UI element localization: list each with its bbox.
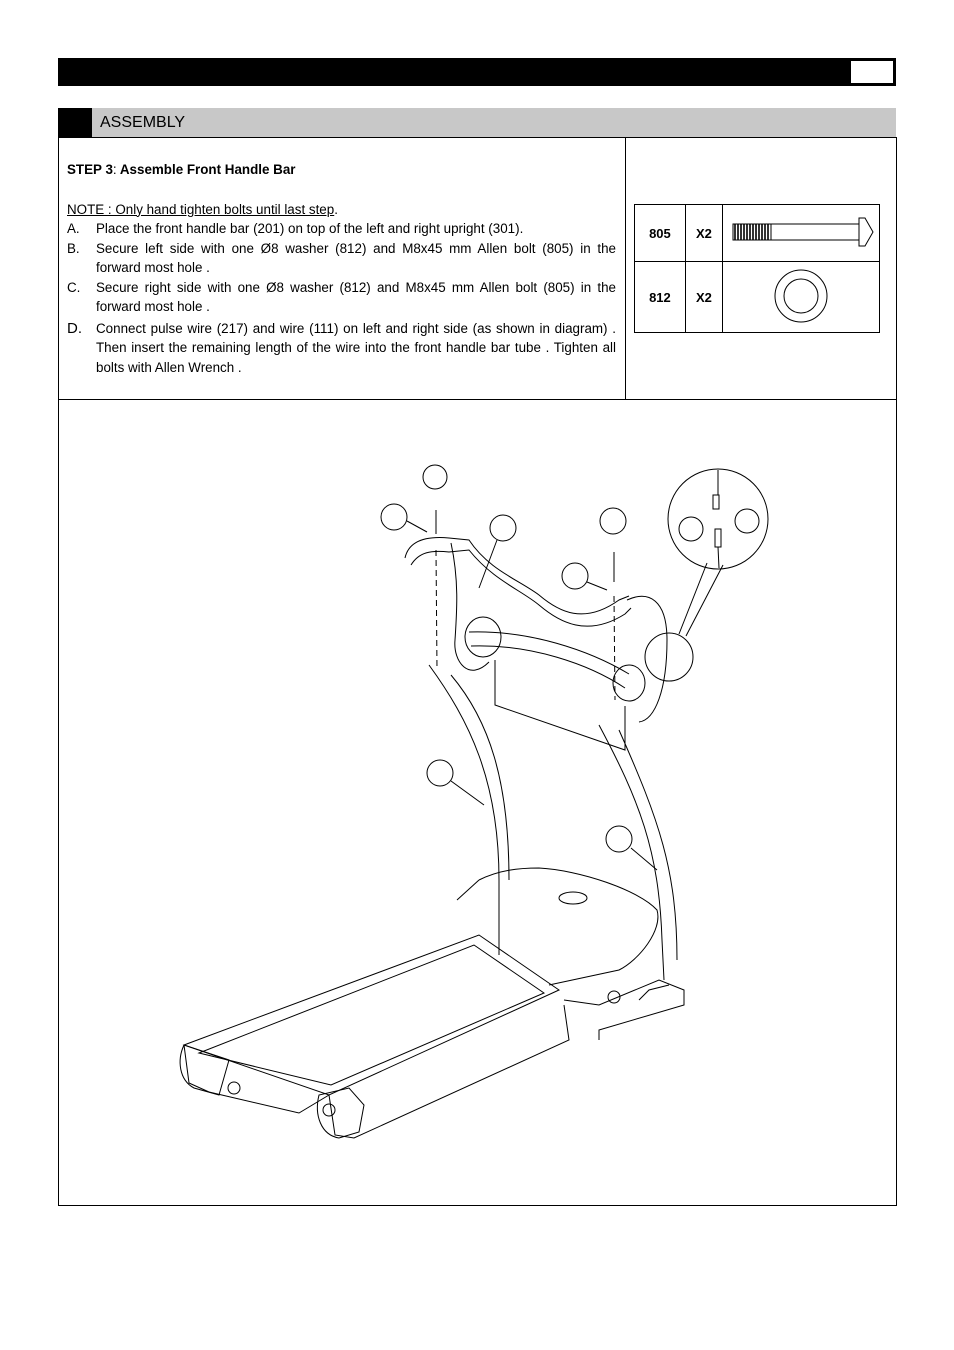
note-line: NOTE : Only hand tighten bolts until las… [67,201,338,217]
parts-table: 805 X2 812 X2 [634,204,880,333]
treadmill-assembly-diagram [179,464,769,1139]
content-frame [58,137,897,1206]
section-header: ASSEMBLY [58,108,896,137]
washer-icon [722,261,880,333]
instruction-a: A.Place the front handle bar (201) on to… [67,221,524,236]
part-qty: X2 [684,261,724,333]
page-number-box [851,61,893,83]
header-bar [58,58,896,86]
bolt-icon [722,204,880,262]
part-number: 805 [634,204,686,262]
section-title: ASSEMBLY [100,114,186,131]
section-marker [58,108,92,137]
step-heading: STEP 3: Assemble Front Handle Bar [67,162,296,177]
table-row: 805 X2 [634,204,880,262]
part-qty: X2 [684,204,724,262]
part-number: 812 [634,261,686,333]
divider-horizontal [58,399,897,400]
instruction-d: D.Connect pulse wire (217) and wire (111… [67,319,616,375]
divider-vertical [625,137,626,400]
instructions-block: STEP 3: Assemble Front Handle Bar NOTE :… [67,160,616,377]
instruction-c: C.Secure right side with one Ø8 washer (… [67,279,616,315]
instruction-b: B.Secure left side with one Ø8 washer (8… [67,240,616,276]
table-row: 812 X2 [634,261,880,333]
